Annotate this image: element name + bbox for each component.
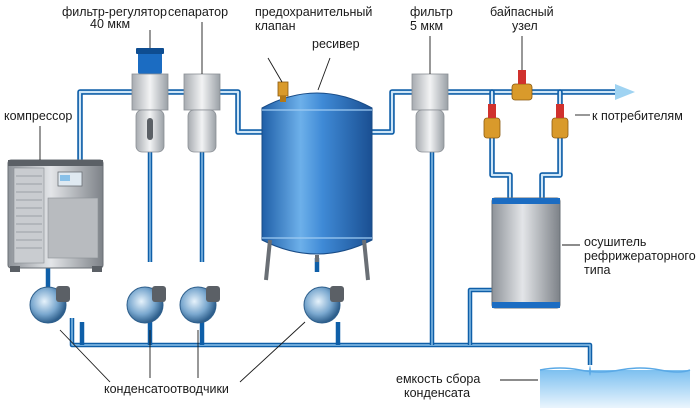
label-bypass-2: узел xyxy=(512,19,538,33)
flow-arrow xyxy=(615,84,635,100)
leader-lines xyxy=(39,22,590,383)
label-filter5: фильтр xyxy=(410,5,453,19)
label-separator: сепаратор xyxy=(168,5,228,19)
condensate-drain-1 xyxy=(29,286,70,324)
label-safety-valve-2: клапан xyxy=(255,19,296,33)
label-compressor: компрессор xyxy=(4,109,72,123)
separator xyxy=(183,73,221,153)
filter-5um xyxy=(411,73,449,153)
receiver xyxy=(261,81,373,281)
compressor xyxy=(7,159,104,272)
bypass-valve-top xyxy=(511,70,533,101)
condensate-drain-2 xyxy=(126,286,166,324)
label-dryer: осушитель xyxy=(584,235,646,249)
label-condensate-tank: емкость сбора xyxy=(396,372,480,386)
label-to-consumers: к потребителям xyxy=(592,109,683,123)
condensate-tank xyxy=(539,365,691,408)
label-receiver: ресивер xyxy=(312,37,360,51)
label-filter5-size: 5 мкм xyxy=(410,19,443,33)
bypass-valve-right xyxy=(551,104,569,139)
refrigeration-dryer xyxy=(491,197,561,309)
label-filter-regulator: фильтр-регулятор xyxy=(62,5,167,19)
condensate-drain-4 xyxy=(303,286,344,324)
label-condensate-tank-2: конденсата xyxy=(404,386,470,400)
label-condensate-drains: конденсатоотводчики xyxy=(104,382,229,396)
label-dryer-2: рефрижераторного xyxy=(584,249,696,263)
filter-regulator xyxy=(131,48,169,153)
label-safety-valve: предохранительный xyxy=(255,5,372,19)
condensate-drain-3 xyxy=(179,286,220,324)
label-dryer-3: типа xyxy=(584,263,610,277)
label-bypass: байпасный xyxy=(490,5,554,19)
drain-lines xyxy=(45,150,593,365)
label-filter-regulator-size: 40 мкм xyxy=(90,17,130,31)
bypass-valve-left xyxy=(483,104,501,139)
